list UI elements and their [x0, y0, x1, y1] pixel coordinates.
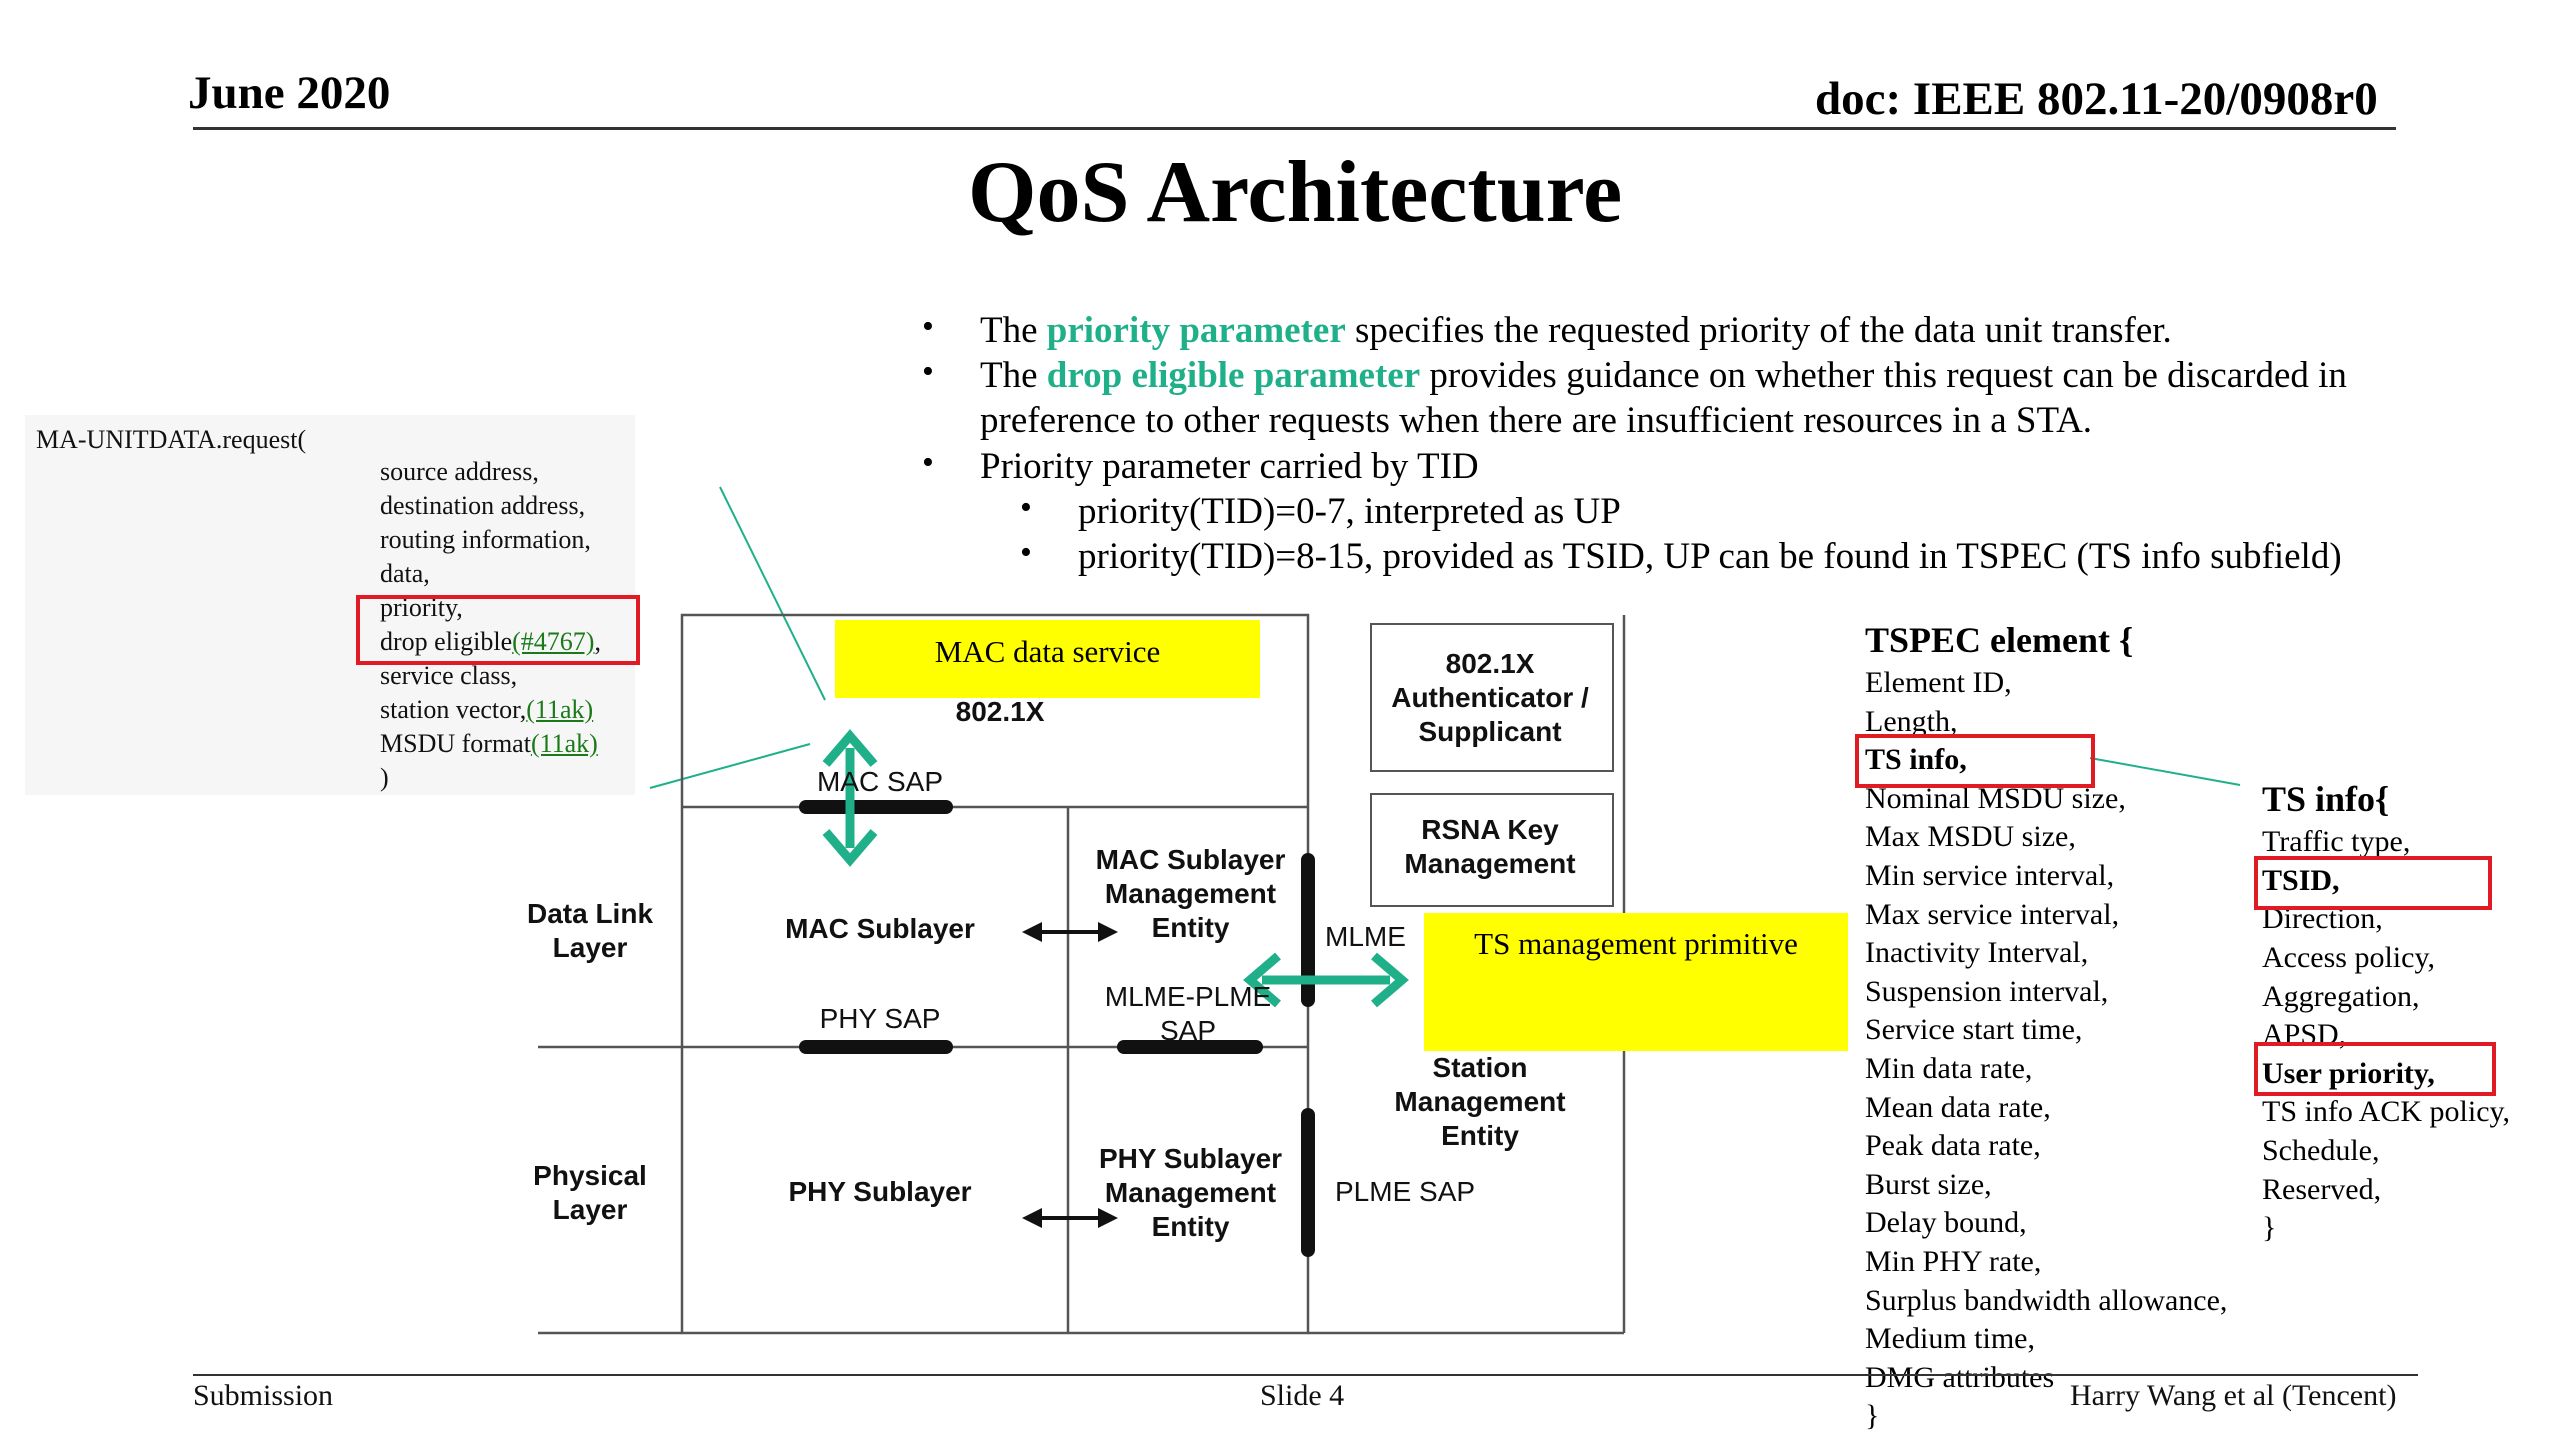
- tsinfo-close: }: [2262, 1211, 2277, 1244]
- mac-sublayer-management-label: MAC Sublayer Management Entity: [1095, 844, 1286, 943]
- footer-slide-number: Slide 4: [1260, 1379, 1345, 1412]
- mlme-label: MLME: [1325, 921, 1406, 952]
- tsinfo-item: Access policy,: [2262, 941, 2435, 974]
- highlight-box-priority-drop: [356, 595, 640, 665]
- tspec-item: Min data rate,: [1865, 1052, 2033, 1085]
- tsinfo-item-user-priority: User priority,: [2262, 1057, 2435, 1090]
- tspec-item: Inactivity Interval,: [1865, 936, 2089, 969]
- tspec-item: Surplus bandwidth allowance,: [1865, 1284, 2228, 1317]
- highlight-box-tsid: [2254, 856, 2492, 910]
- tsinfo-head: TS info{: [2262, 779, 2390, 819]
- ma-close: ): [380, 763, 389, 792]
- link-11ak[interactable]: (11ak): [526, 695, 594, 724]
- tsinfo-item: Schedule,: [2262, 1134, 2380, 1167]
- tspec-item: Max service interval,: [1865, 898, 2120, 931]
- tspec-item: Min service interval,: [1865, 859, 2115, 892]
- ma-param: routing information,: [380, 525, 591, 554]
- mlme-plme-sap-label: MLME-PLME SAP: [1104, 981, 1272, 1046]
- phy-sap-label: PHY SAP: [819, 1003, 941, 1034]
- mac-sublayer-label: MAC Sublayer: [785, 913, 975, 944]
- tspec-item: Length,: [1865, 705, 1958, 738]
- authenticator-box: [1370, 623, 1614, 772]
- tsinfo-item: Aggregation,: [2262, 980, 2420, 1013]
- header-rule: [193, 127, 2396, 130]
- ma-param-station-vector: station vector,(11ak): [380, 695, 594, 724]
- tspec-item: Peak data rate,: [1865, 1129, 2041, 1162]
- header-date: June 2020: [188, 67, 391, 119]
- bullet-dot: •: [922, 444, 934, 481]
- link-11ak[interactable]: (11ak): [530, 729, 598, 758]
- sub-bullet-tsid: priority(TID)=8-15, provided as TSID, UP…: [1078, 536, 2342, 577]
- station-management-entity-label: Station Management Entity: [1394, 1052, 1566, 1151]
- bullet-dot: •: [922, 308, 934, 345]
- highlight-box-user-priority: [2254, 1042, 2496, 1096]
- tspec-item: Delay bound,: [1865, 1206, 2027, 1239]
- tspec-item: Min PHY rate,: [1865, 1245, 2042, 1278]
- authenticator-label: 802.1X Authenticator / Supplicant: [1391, 648, 1589, 747]
- footer-submission: Submission: [193, 1379, 334, 1412]
- phy-sublayer-label: PHY Sublayer: [788, 1176, 972, 1207]
- bullet-tid: Priority parameter carried by TID: [980, 446, 1479, 487]
- tsinfo-item: Reserved,: [2262, 1173, 2382, 1206]
- ma-param-drop-eligible: drop eligible(#4767),: [380, 627, 601, 656]
- rsna-box: [1370, 793, 1614, 907]
- sub-bullet-dot: •: [1020, 489, 1032, 526]
- ts-management-primitive-label: TS management primitive: [1424, 913, 1848, 1051]
- slide-title: QoS Architecture: [968, 144, 1623, 241]
- tsinfo-item: Traffic type,: [2262, 825, 2411, 858]
- tspec-item-ts-info: TS info,: [1865, 743, 1967, 776]
- ma-param: data,: [380, 559, 430, 588]
- tspec-item: Element ID,: [1865, 666, 2012, 699]
- bullet-drop-eligible-line2: preference to other requests when there …: [980, 400, 2093, 441]
- footer-authors: Harry Wang et al (Tencent): [2070, 1379, 2397, 1412]
- phy-sublayer-management-label: PHY Sublayer Management Entity: [1098, 1143, 1283, 1242]
- sub-bullet-dot: •: [1020, 534, 1032, 571]
- tspec-item: Suspension interval,: [1865, 975, 2109, 1008]
- ma-param: destination address,: [380, 491, 586, 520]
- tspec-item: Medium time,: [1865, 1322, 2035, 1355]
- highlight-drop-eligible: drop eligible parameter: [1046, 355, 1421, 396]
- ma-unitdata-head: MA-UNITDATA.request(: [36, 425, 307, 454]
- bullet-dot: •: [922, 353, 934, 390]
- bullet-priority-parameter: The priority parameter specifies the req…: [980, 310, 2172, 351]
- highlight-priority-parameter: priority parameter: [1046, 310, 1346, 351]
- rsna-key-management-label: RSNA Key Management: [1404, 814, 1576, 879]
- header-doc-id: doc: IEEE 802.11-20/0908r0: [1815, 73, 2378, 125]
- data-link-layer-label: Data Link Layer: [526, 898, 654, 963]
- mac-data-service-label: MAC data service: [835, 620, 1260, 698]
- link-4767[interactable]: (#4767): [512, 627, 595, 656]
- ma-param: service class,: [380, 661, 518, 690]
- ma-param: source address,: [380, 457, 539, 486]
- tspec-item: Mean data rate,: [1865, 1091, 2051, 1124]
- tspec-item: Max MSDU size,: [1865, 820, 2076, 853]
- tspec-head: TSPEC element {: [1865, 620, 2134, 660]
- tspec-item: DMG attributes: [1865, 1361, 2055, 1394]
- tspec-item: Burst size,: [1865, 1168, 1992, 1201]
- physical-layer-label: Physical Layer: [533, 1160, 647, 1225]
- ma-param-msdu-format: MSDU format(11ak): [380, 729, 598, 758]
- tsinfo-item-tsid: TSID,: [2262, 864, 2340, 897]
- plme-sap-label: PLME SAP: [1335, 1176, 1476, 1207]
- tsinfo-item: TS info ACK policy,: [2262, 1095, 2511, 1128]
- highlight-box-ts-info: [1855, 734, 2095, 788]
- tspec-item: Service start time,: [1865, 1013, 2083, 1046]
- ma-unitdata-panel: [25, 415, 635, 795]
- mac-sap-label: MAC SAP: [816, 766, 944, 797]
- footer-rule: [193, 1374, 2418, 1376]
- tspec-close: }: [1865, 1399, 1880, 1432]
- bullet-drop-eligible: The drop eligible parameter provides gui…: [980, 355, 2347, 396]
- sub-bullet-up: priority(TID)=0-7, interpreted as UP: [1078, 491, 1621, 532]
- dot1x-label: 802.1X: [955, 696, 1045, 727]
